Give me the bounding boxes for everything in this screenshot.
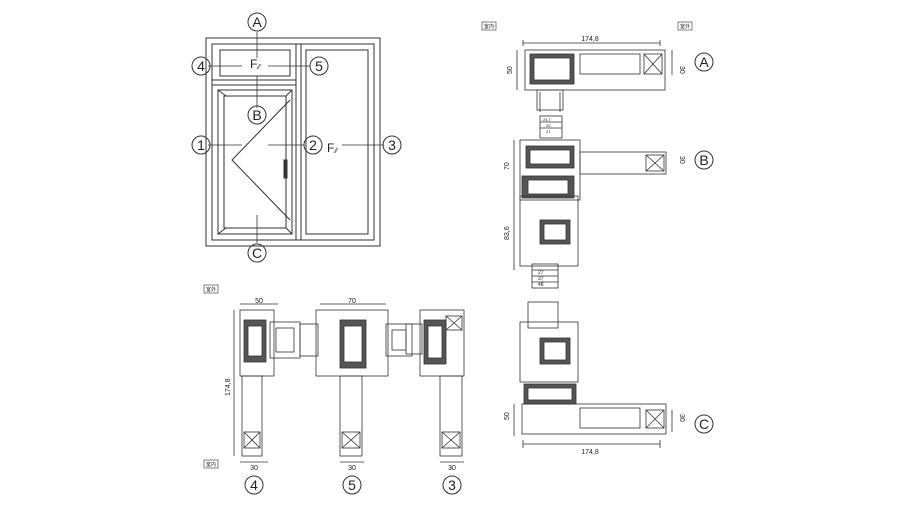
dim-b-70: 70 [504, 162, 511, 170]
outer-frame [205, 37, 381, 247]
dim-3-30: 30 [448, 465, 456, 472]
callout-1: 1 [197, 137, 205, 153]
section-b-profile [513, 139, 667, 289]
dim-b-30: 30 [678, 156, 685, 164]
fixed-top-mark: ⁄⁄ [256, 64, 262, 71]
callout-3: 3 [388, 137, 396, 153]
tag-inside: 室内 [484, 23, 494, 30]
callout-2: 2 [309, 137, 317, 153]
tag-outside: 室外 [680, 23, 690, 30]
fixed-side-mark: ⁄⁄ [333, 148, 339, 155]
fixed-glass-marks: F ⁄⁄ F ⁄⁄ [250, 57, 339, 155]
section-c-profile [513, 301, 673, 448]
dim-b-83-6: 83,6 [504, 226, 511, 240]
section-5-profile [299, 303, 413, 463]
callout-b: B [252, 107, 261, 123]
callout-a: A [252, 14, 262, 30]
glass-unit-top [539, 115, 563, 139]
dim-c-width: 174,8 [581, 449, 599, 456]
dim-4-30: 30 [250, 465, 258, 472]
dim-5-30: 30 [348, 465, 356, 472]
dim-5-70: 70 [348, 298, 356, 305]
dim-4-50: 50 [255, 298, 263, 305]
dim-a-50: 50 [507, 66, 514, 74]
bottom-label-3: 3 [448, 477, 456, 493]
section-a-profile [516, 40, 673, 112]
section-b-circle [694, 150, 714, 170]
bottom-label-4: 4 [250, 477, 258, 493]
horizontal-section-tags: 室外 室内 [203, 284, 219, 469]
inner-frame [211, 43, 375, 241]
callout-5: 5 [315, 58, 323, 74]
fixed-side-label: F [327, 141, 334, 155]
elevation-callouts [191, 12, 402, 263]
dim-b-48: 48 [538, 282, 544, 288]
callout-4-circle [191, 56, 211, 76]
section-c-circle [694, 414, 714, 434]
tag-outside-top: 室外 [206, 286, 216, 293]
callout-a-circle [247, 12, 267, 32]
dim-a-width: 174,8 [581, 36, 599, 43]
dim-b-27: 27 [538, 270, 544, 276]
callout-c-circle [247, 243, 267, 263]
dim-glass-27: 27 [546, 129, 551, 134]
dim-c-50: 50 [504, 412, 511, 420]
callout-5-circle [309, 56, 329, 76]
tag-inside-bottom: 室内 [206, 461, 216, 468]
elevation-callout-text: A B C 1 2 3 4 5 [197, 14, 396, 261]
vertical-section-tags: 室内 室外 [481, 21, 693, 31]
section-lines [208, 32, 384, 243]
section-3-profile [405, 309, 465, 463]
horizontal-section-labels [244, 475, 462, 495]
section-a-label: A [699, 54, 709, 70]
callout-3-circle [382, 135, 402, 155]
callout-c: C [252, 245, 262, 261]
dim-glass-33: 33 [546, 123, 551, 128]
section-a-circle [694, 52, 714, 72]
section-c-label: C [699, 416, 709, 432]
callout-b-circle [247, 105, 267, 125]
fixed-top-label: F [250, 57, 257, 71]
dim-glass-24-7: 24,7 [543, 117, 552, 122]
dim-a-30: 30 [678, 66, 685, 74]
callout-4: 4 [197, 58, 205, 74]
dim-4-174-8: 174,8 [225, 378, 232, 396]
callout-1-circle [191, 135, 211, 155]
section-b-label: B [699, 152, 708, 168]
dim-b-37: 37 [538, 276, 544, 282]
window-elevation [205, 37, 381, 247]
section-4-profile [233, 303, 301, 463]
callout-2-circle [303, 135, 323, 155]
bottom-label-5: 5 [348, 477, 356, 493]
dim-c-30: 30 [678, 414, 685, 422]
